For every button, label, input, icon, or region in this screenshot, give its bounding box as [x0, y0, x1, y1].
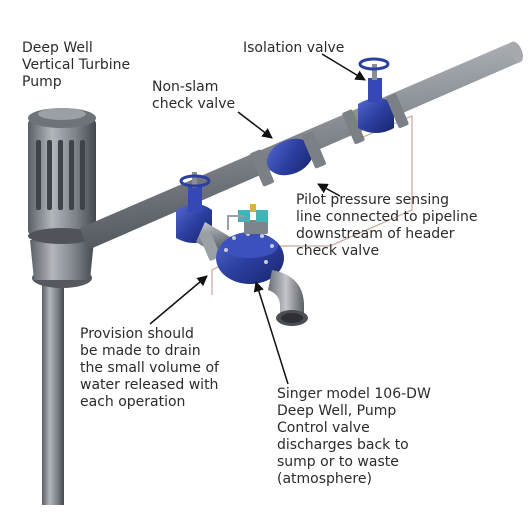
discharge-elbow: [268, 270, 308, 326]
arrow-pilot-line: [317, 183, 341, 197]
isolation-valve: [342, 57, 409, 144]
pump-column: [38, 252, 70, 505]
label-pilot-sensing-line: Pilot pressure sensing line connected to…: [296, 192, 478, 259]
non-slam-check-valve: [250, 131, 326, 187]
arrow-isolation-valve: [321, 53, 366, 81]
arrow-non-slam: [237, 111, 273, 139]
label-vertical-turbine-pump: Deep Well Vertical Turbine Pump: [22, 40, 131, 90]
label-non-slam-check-valve: Non-slam check valve: [152, 79, 236, 112]
label-singer-control-valve: Singer model 106-DW Deep Well, Pump Cont…: [277, 386, 431, 487]
label-isolation-valve: Isolation valve: [243, 40, 345, 56]
vertical-turbine-pump: [28, 108, 96, 288]
singer-control-valve: [216, 204, 284, 284]
arrow-drain: [149, 275, 208, 325]
arrow-singer-valve: [253, 280, 289, 385]
callout-arrows: [149, 53, 366, 385]
label-drain-provision: Provision should be made to drain the sm…: [80, 326, 219, 410]
